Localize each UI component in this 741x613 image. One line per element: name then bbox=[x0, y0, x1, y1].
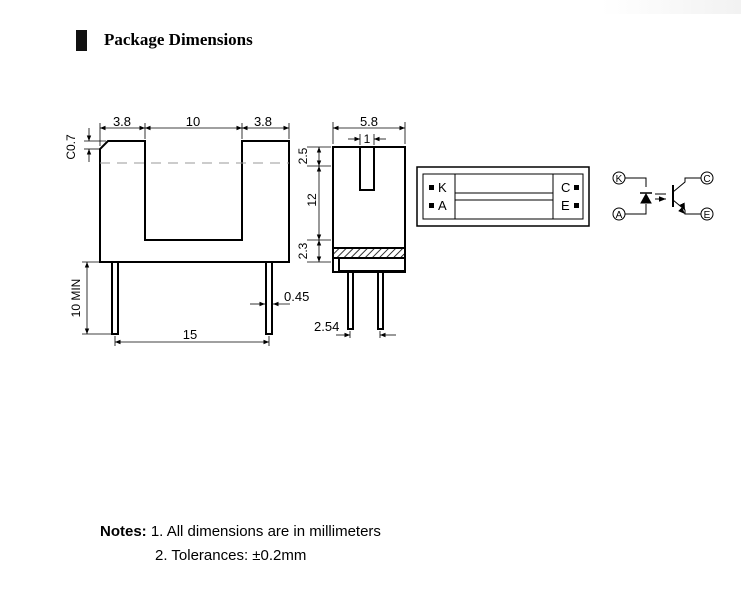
pin-mark-k bbox=[429, 185, 434, 190]
side-width-label: 5.8 bbox=[360, 114, 378, 129]
side-base-height-label: 2.3 bbox=[296, 242, 310, 259]
led-wiring bbox=[625, 177, 647, 215]
front-dimension-lines bbox=[84, 125, 290, 345]
pin-mark-a bbox=[429, 203, 434, 208]
side-top-height-label: 2.5 bbox=[296, 147, 310, 164]
pin-label-c: C bbox=[561, 180, 570, 195]
side-view bbox=[307, 122, 406, 338]
lead-spacing-label: 15 bbox=[183, 327, 197, 342]
section-header: Package Dimensions bbox=[76, 29, 253, 51]
terminal-label-k: K bbox=[616, 174, 623, 185]
corner-shading bbox=[601, 0, 741, 14]
note-1-text: 1. All dimensions are in millimeters bbox=[150, 523, 381, 540]
side-body-height-label: 12 bbox=[305, 193, 319, 207]
side-aperture-label: 1 bbox=[364, 132, 371, 146]
terminal-label-e: E bbox=[704, 210, 711, 221]
side-base-hatched bbox=[332, 247, 406, 259]
lead-length-label: 10 MIN bbox=[69, 279, 83, 318]
note-2-text: 2. Tolerances: ±0.2mm bbox=[155, 547, 307, 564]
front-extension-lines bbox=[82, 123, 290, 346]
top-view-inner bbox=[422, 173, 584, 220]
side-lead-right bbox=[377, 271, 384, 330]
schematic bbox=[612, 171, 714, 221]
front-labels: 3.8 10 3.8 C0.7 10 MIN 0.45 15 bbox=[64, 114, 309, 342]
pin-label-a: A bbox=[438, 198, 447, 213]
note-line-1: Notes: 1. All dimensions are in millimet… bbox=[100, 520, 381, 544]
transistor-emitter bbox=[672, 199, 701, 215]
terminal-label-a: A bbox=[616, 210, 623, 221]
schematic-labels: K A C E bbox=[616, 174, 711, 221]
dim-left-arm-label: 3.8 bbox=[113, 114, 131, 129]
front-view bbox=[82, 123, 290, 346]
side-aperture-slot bbox=[359, 146, 375, 191]
notes-section: Notes: 1. All dimensions are in millimet… bbox=[100, 520, 381, 568]
notes-label: Notes: bbox=[100, 523, 147, 540]
top-view bbox=[416, 166, 590, 227]
side-lead-left bbox=[347, 271, 354, 330]
left-lead bbox=[111, 261, 119, 335]
chamfer-label: C0.7 bbox=[64, 134, 78, 160]
transistor-collector bbox=[672, 177, 701, 193]
pin-mark-c bbox=[574, 185, 579, 190]
top-view-labels: K A C E bbox=[438, 180, 570, 213]
lead-width-label: 0.45 bbox=[284, 289, 309, 304]
page-title: Package Dimensions bbox=[104, 30, 253, 49]
note-line-2: 2. Tolerances: ±0.2mm bbox=[100, 544, 381, 568]
side-dimension-lines bbox=[316, 125, 405, 338]
dim-right-arm-label: 3.8 bbox=[254, 114, 272, 129]
dim-slot-label: 10 bbox=[186, 114, 200, 129]
side-pin-pitch-label: 2.54 bbox=[314, 319, 339, 334]
top-view-outer bbox=[416, 166, 590, 227]
header-marker bbox=[76, 29, 87, 51]
side-base-step bbox=[338, 257, 406, 272]
front-body-outline bbox=[99, 140, 290, 263]
pin-label-e: E bbox=[561, 198, 570, 213]
terminal-label-c: C bbox=[703, 174, 710, 185]
right-lead bbox=[265, 261, 273, 335]
pin-label-k: K bbox=[438, 180, 447, 195]
pin-mark-e bbox=[574, 203, 579, 208]
side-labels: 5.8 1 2.5 12 2.3 2.54 bbox=[296, 114, 378, 334]
side-extension-lines bbox=[307, 122, 406, 338]
led-diode-icon bbox=[640, 192, 652, 204]
led-emission-arrows-icon bbox=[655, 194, 666, 199]
